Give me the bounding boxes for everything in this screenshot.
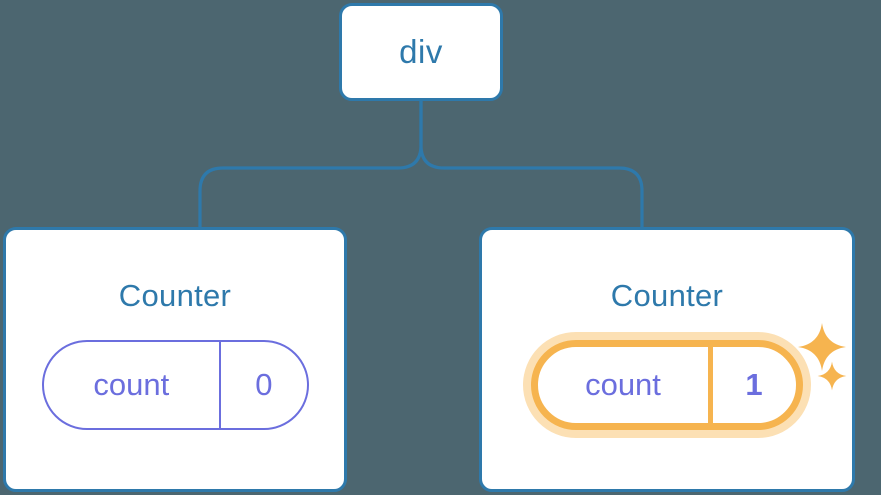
edge-root-to-left-counter	[198, 99, 423, 229]
counter-right-state-key: count	[538, 347, 713, 423]
node-div[interactable]: div	[339, 3, 503, 101]
counter-right-state-wrap: count 1	[531, 340, 803, 430]
counter-right-state-pill[interactable]: count 1	[531, 340, 803, 430]
counter-right-state-value: 1	[745, 367, 763, 402]
node-counter-left[interactable]: Counter count 0	[3, 227, 347, 492]
counter-left-state-key: count	[44, 342, 222, 428]
counter-left-state-value: 0	[255, 367, 273, 402]
counter-right-title: Counter	[610, 278, 724, 313]
counter-left-state-wrap: count 0	[41, 340, 309, 430]
counter-left-state-pill[interactable]: count 0	[41, 340, 309, 430]
edge-root-to-right-counter	[419, 99, 644, 229]
node-div-label: div	[399, 33, 443, 70]
node-counter-right[interactable]: Counter count 1	[479, 227, 855, 492]
counter-left-title: Counter	[118, 278, 232, 313]
